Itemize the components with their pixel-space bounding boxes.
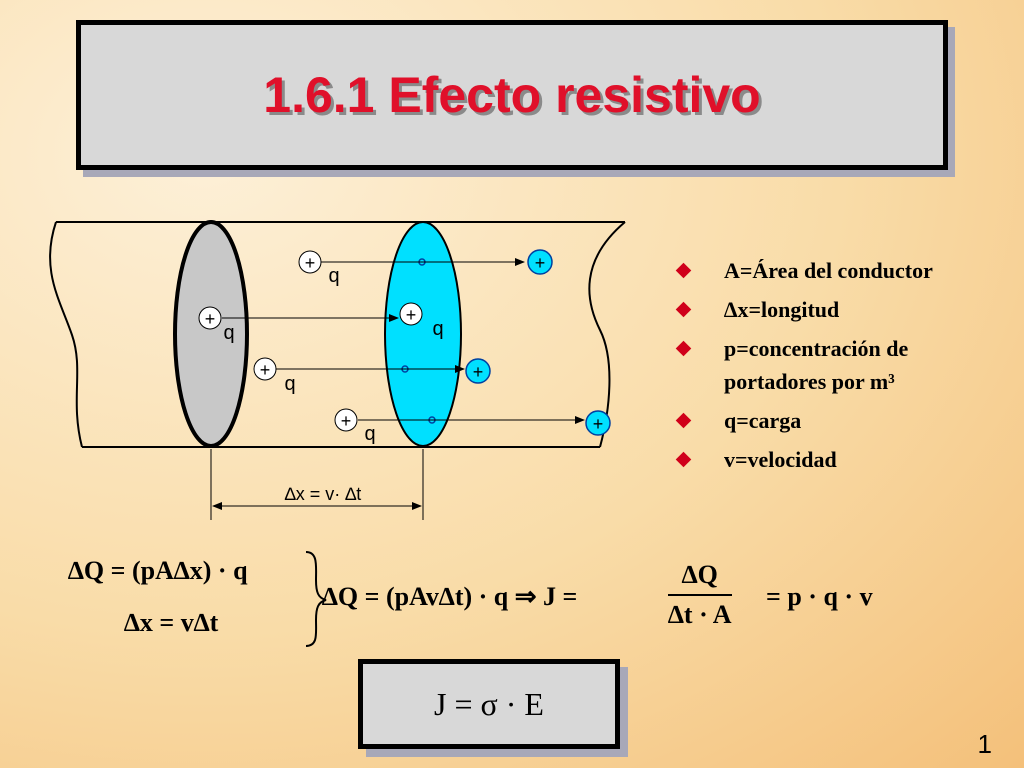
charge-sign: + xyxy=(593,414,604,434)
charge-start: + q xyxy=(253,357,296,395)
gray-cross-section xyxy=(173,220,249,448)
list-item: q=carga xyxy=(672,404,1012,437)
charge-sign: + xyxy=(305,253,316,273)
list-item: p=concentración de portadores por m³ xyxy=(672,332,1012,398)
diamond-bullet-icon xyxy=(675,301,692,318)
charge-end: + xyxy=(527,249,553,275)
charge-sign: + xyxy=(341,411,352,431)
title-box: 1.6.1 Efecto resistivo xyxy=(76,20,948,170)
ohm-law-equation: J = σ · E xyxy=(434,685,544,722)
list-item-text: p=concentración de portadores por m³ xyxy=(724,336,909,394)
slide-title: 1.6.1 Efecto resistivo xyxy=(263,67,761,123)
charge-sign: + xyxy=(473,362,484,382)
fraction-numerator: ∆Q xyxy=(668,560,732,596)
diamond-bullet-icon xyxy=(675,340,692,357)
charge-label: q xyxy=(223,322,234,344)
list-item: A=Área del conductor xyxy=(672,254,1012,287)
charge-sign: + xyxy=(205,309,216,329)
conductor-right-break xyxy=(588,221,626,448)
equation-main: ∆Q = (pAv∆t) · q ⇒ J = xyxy=(322,582,578,611)
dimension-label: ∆x = v· ∆t xyxy=(285,484,362,504)
charge-start: + q xyxy=(298,250,340,287)
charge-label: q xyxy=(432,318,443,340)
charge-end: + xyxy=(585,410,611,436)
equation-result: = p · q · v xyxy=(766,582,873,611)
cyan-cross-section xyxy=(384,221,462,447)
list-item-text: q=carga xyxy=(724,408,802,433)
equation-charge: ∆Q = (pA∆x) · q xyxy=(68,556,248,585)
list-item-text: v=velocidad xyxy=(724,447,837,472)
equation-length: ∆x = v∆t xyxy=(124,608,219,637)
diamond-bullet-icon xyxy=(675,451,692,468)
charge-label: q xyxy=(364,423,375,445)
charge-end: + xyxy=(465,358,491,384)
charge-sign: + xyxy=(406,305,417,325)
page-number: 1 xyxy=(977,729,992,759)
list-item: v=velocidad xyxy=(672,443,1012,476)
fraction-denominator: ∆t · A xyxy=(668,600,732,629)
variable-list: A=Área del conductor ∆x=longitud p=conce… xyxy=(672,254,1012,482)
list-item-text: ∆x=longitud xyxy=(724,297,840,322)
current-density-fraction: ∆Q ∆t · A xyxy=(668,560,732,630)
ohm-law-box: J = σ · E xyxy=(358,659,620,749)
diamond-bullet-icon xyxy=(675,262,692,279)
list-item: ∆x=longitud xyxy=(672,293,1012,326)
charge-in-section: + q xyxy=(399,302,444,340)
charge-label: q xyxy=(284,373,295,395)
charge-label: q xyxy=(328,265,339,287)
list-item-text: A=Área del conductor xyxy=(724,258,933,283)
charge-sign: + xyxy=(535,253,546,273)
equation-brace xyxy=(305,551,327,647)
diamond-bullet-icon xyxy=(675,412,692,429)
charge-start: + q xyxy=(198,306,235,344)
charge-start: + q xyxy=(334,408,376,445)
conductor-left-break xyxy=(49,221,83,448)
charge-sign: + xyxy=(260,360,271,380)
